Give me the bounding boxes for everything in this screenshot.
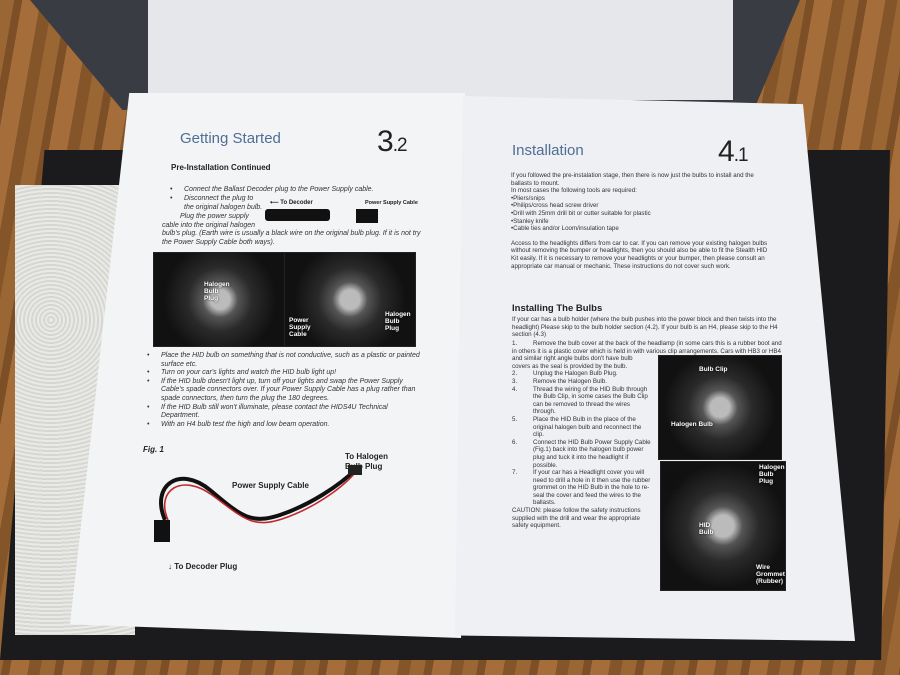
to-halogen-label: To Halogen Bulb Plug xyxy=(345,452,388,471)
install-steps: Unplug the Halogen Bulb Plug. Remove the… xyxy=(512,370,782,507)
step: Connect the Ballast Decoder plug to the … xyxy=(168,186,428,195)
left-page-number: 3.2 xyxy=(377,125,408,158)
bulb-clip-photo: Bulb Clip Halogen Bulb xyxy=(658,355,782,460)
installing-intro: If your car has a bulb holder (where the… xyxy=(512,316,778,339)
pre-install-steps-2: Disconnect the plug to the original halo… xyxy=(168,195,263,212)
decoder-plug-image xyxy=(265,209,330,221)
power-supply-cable-diagram xyxy=(154,465,362,542)
step: Thread the wiring of the HID Bulb throug… xyxy=(512,386,782,416)
step: Place the HID bulb on something that is … xyxy=(145,352,420,369)
step: Remove the Halogen Bulb. xyxy=(512,378,782,386)
photo-label: HID Bulb xyxy=(699,522,714,536)
photo-label: Bulb Clip xyxy=(699,366,728,373)
install-steps-block: 1.Remove the bulb cover at the back of t… xyxy=(512,340,782,595)
headlight-photo-1: Halogen Bulb Plug xyxy=(153,252,287,347)
tool-item: •Drill with 25mm drill bit or cutter sui… xyxy=(511,209,651,217)
step: If the HID Bulb still won't illuminate, … xyxy=(145,404,420,421)
right-page-title: Installation xyxy=(512,142,584,159)
tool-item: •Philips/cross head screw driver xyxy=(511,202,599,210)
step: Connect the HID Bulb Power Supply Cable … xyxy=(512,439,782,469)
box-lid-inner xyxy=(148,0,733,100)
right-page-number: 4.1 xyxy=(718,135,749,168)
tool-item: •Cable ties and/or Loom/insulation tape xyxy=(511,225,619,233)
step: Turn on your car's lights and watch the … xyxy=(145,369,420,378)
power-supply-label: Power Supply Cable xyxy=(365,200,418,206)
connector-spacer xyxy=(264,213,432,230)
step: Plug the power supply cable into the ori… xyxy=(162,213,432,247)
intro-block: If you followed the pre-instalation stag… xyxy=(511,172,771,270)
installing-heading: Installing The Bulbs xyxy=(512,303,603,314)
caution-text: CAUTION: please follow the safety instru… xyxy=(512,507,641,530)
photo-label: Halogen Bulb Plug xyxy=(385,311,411,332)
tool-item: •Stanley knife xyxy=(511,217,549,225)
cable-label: Power Supply Cable xyxy=(232,481,309,490)
tool-item: •Pliers/snips xyxy=(511,194,545,202)
step-1: 1.Remove the bulb cover at the back of t… xyxy=(512,340,782,370)
photo-label: Power Supply Cable xyxy=(289,317,311,338)
hid-bulb-photo: Power Supply Cable Halogen Bulb Plug HID… xyxy=(660,461,786,591)
step: With an H4 bulb test the high and low be… xyxy=(145,421,420,430)
photo-label: Halogen Bulb xyxy=(671,421,713,428)
step: If your car has a Headlight cover you wi… xyxy=(512,469,782,507)
test-steps: Place the HID bulb on something that is … xyxy=(145,352,420,429)
photo-label: Halogen Bulb Plug xyxy=(204,281,230,302)
power-plug-image xyxy=(356,209,378,223)
step: Unplug the Halogen Bulb Plug. xyxy=(512,370,782,378)
right-page xyxy=(455,96,855,641)
photo-label: Power Supply Cable xyxy=(663,470,685,491)
left-section-heading: Pre-Installation Continued xyxy=(171,163,271,172)
photo-label: Wire Grommet (Rubber) xyxy=(756,564,785,585)
step: Disconnect the plug to the original halo… xyxy=(168,195,263,212)
to-decoder-label: ⟵ To Decoder xyxy=(270,200,313,206)
headlight-photo-2: Power Supply Cable Halogen Bulb Plug xyxy=(284,252,416,347)
access-text: Access to the headlights differs from ca… xyxy=(511,239,768,270)
step: Place the HID Bulb in the place of the o… xyxy=(512,416,782,439)
pre-install-steps: Connect the Ballast Decoder plug to the … xyxy=(168,186,428,195)
to-decoder-plug-label: ↓ To Decoder Plug xyxy=(168,562,238,571)
intro-text: If you followed the pre-instalation stag… xyxy=(511,172,754,187)
fig-label: Fig. 1 xyxy=(143,445,164,454)
left-page-title: Getting Started xyxy=(180,130,281,147)
tools-intro: In most cases the following tools are re… xyxy=(511,187,637,195)
step: If the HID bulb doesn't light up, turn o… xyxy=(145,378,420,404)
photo-label: Halogen Bulb Plug xyxy=(759,464,785,485)
